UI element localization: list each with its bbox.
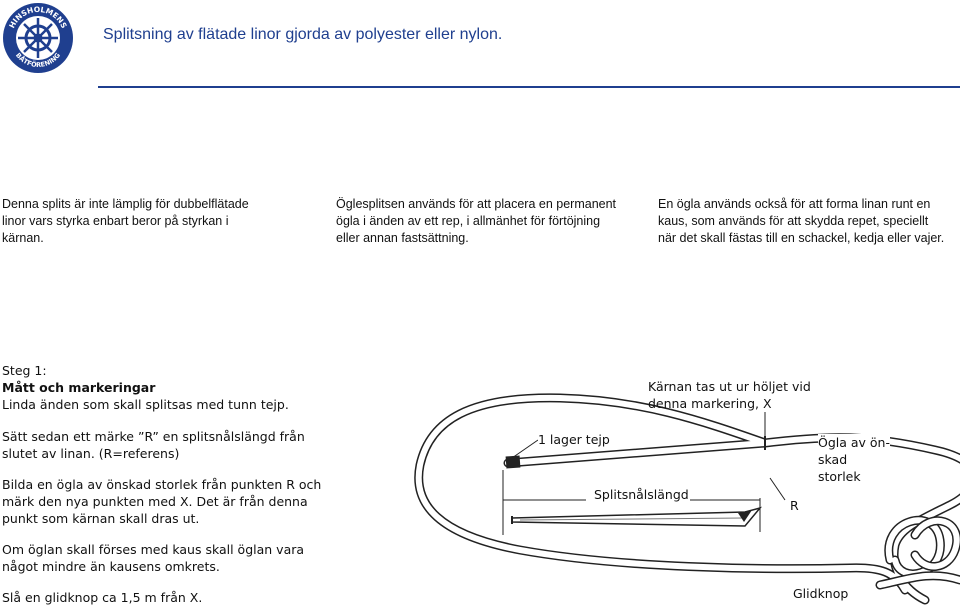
tape-end <box>505 455 521 469</box>
intro-paragraph-2: Öglesplitsen används för att placera en … <box>336 197 617 245</box>
step-heading: Mått och markeringar <box>2 380 156 395</box>
step-text-4: Om öglan skall förses med kaus skall ögl… <box>2 542 305 574</box>
step-text-1: Linda änden som skall splitsas med tunn … <box>2 397 289 412</box>
splicing-needle <box>511 506 763 527</box>
label-tape: 1 lager tejp <box>538 431 610 448</box>
step-label: Steg 1: <box>2 363 47 378</box>
ship-wheel-icon <box>18 18 58 58</box>
step-instructions: Steg 1: Mått och markeringar Linda änden… <box>2 362 332 606</box>
page-title: Splitsning av flätade linor gjorda av po… <box>103 26 503 43</box>
needle-length-dimension <box>502 470 761 535</box>
label-core-mark: Kärnan tas ut ur höljet vid denna marker… <box>648 379 811 411</box>
label-needle-length: Splitsnålslängd <box>594 486 689 503</box>
club-logo: HINSHOLMENS BÅTFÖRENING <box>3 3 73 73</box>
step-text-5: Slå en glidknop ca 1,5 m från X. <box>2 590 203 605</box>
label-glidknop: Glidknop <box>793 586 849 601</box>
label-r-mark: R <box>790 498 799 513</box>
label-eye-size: Ögla av ön-skad storlek <box>818 434 890 485</box>
step-text-3: Bilda en ögla av önskad storlek från pun… <box>2 477 322 526</box>
intro-paragraph-3: En ögla används också för att forma lina… <box>658 197 945 245</box>
intro-paragraph-1: Denna splits är inte lämplig för dubbelf… <box>2 197 249 245</box>
step-text-2: Sätt sedan ett märke ”R” en splitsnålslä… <box>2 429 305 461</box>
glidknop-knot <box>875 515 960 590</box>
header-divider <box>98 86 960 88</box>
